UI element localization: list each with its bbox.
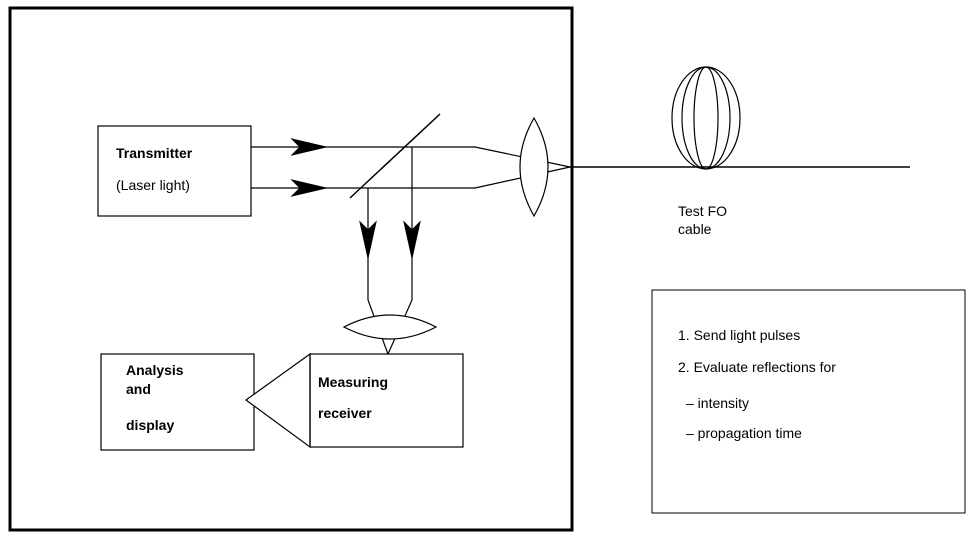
output-lens [519,116,549,218]
arrow-right-lower [290,179,327,197]
fiber-coil [671,66,741,170]
notes-item: 2. Evaluate reflections for [678,359,836,375]
receiver-line1: Measuring [318,374,388,390]
transmitter-title: Transmitter [116,145,193,161]
receiver-pointer [244,352,311,449]
receiver-lens [342,314,438,340]
notes-item: 1. Send light pulses [678,327,800,343]
analysis-line2: and [126,381,151,397]
instrument-frame [8,6,574,532]
arrow-down-left [359,220,377,259]
cable-label-line1: Test FO [678,203,727,219]
cable-label-line2: cable [678,221,712,237]
beam-splitter [349,113,441,199]
notes-box: 1. Send light pulses 2. Evaluate reflect… [651,289,966,514]
arrowheads [290,138,421,259]
receiver-box: Measuring receiver [244,352,464,449]
analysis-line1: Analysis [126,362,184,378]
transmitter-subtitle: (Laser light) [116,177,190,193]
arrow-down-right [403,220,421,259]
analysis-line3: display [126,417,174,433]
receiver-line2: receiver [318,405,372,421]
notes-item: – propagation time [686,425,802,441]
analysis-box: Analysis and display [100,353,255,451]
notes-item: – intensity [686,395,749,411]
transmitter-box: Transmitter (Laser light) [97,125,252,217]
arrow-right-upper [290,138,327,156]
